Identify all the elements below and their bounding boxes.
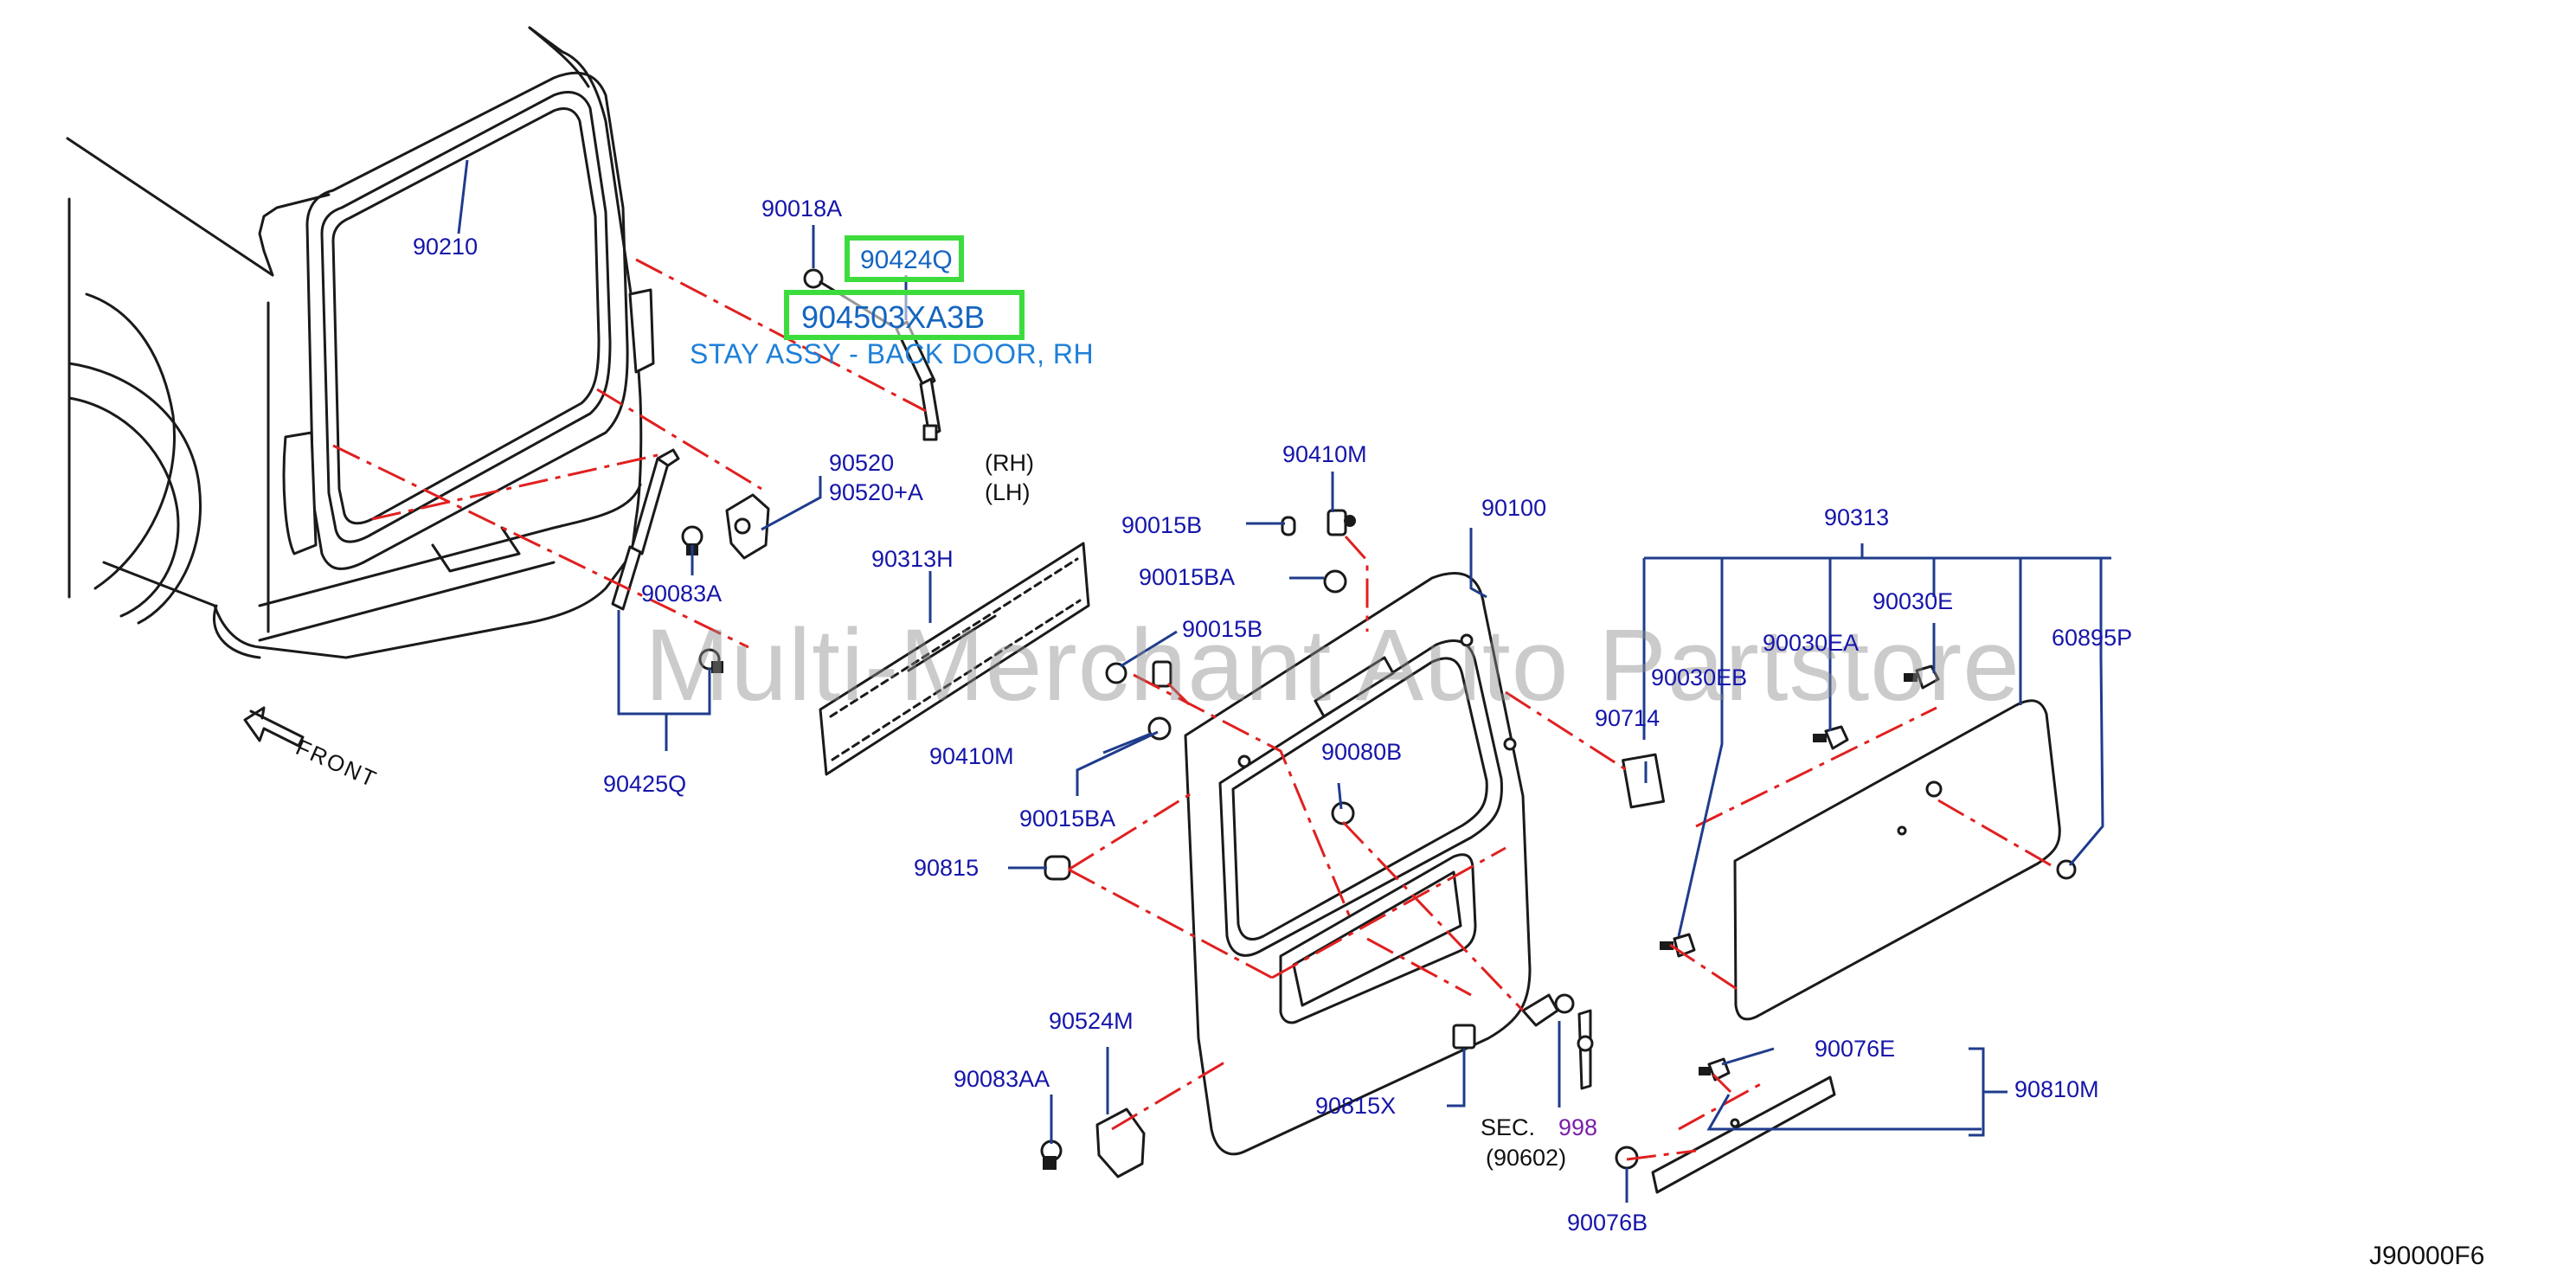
label-90030EA[interactable]: 90030EA [1763,630,1860,656]
highlight-904503XA3B[interactable]: 904503XA3B [784,290,1025,340]
label-90313H[interactable]: 90313H [871,546,954,572]
back-door-stay-lh [611,448,680,611]
label-90815X[interactable]: 90815X [1315,1093,1397,1119]
label-90083AA[interactable]: 90083AA [954,1066,1050,1092]
link-sec-998[interactable]: 998 [1558,1114,1598,1140]
highlight-description: STAY ASSY - BACK DOOR, RH [690,338,1095,369]
label-90313[interactable]: 90313 [1824,504,1890,530]
label-lh: (LH) [985,479,1031,505]
label-90100[interactable]: 90100 [1481,495,1547,521]
label-90076E[interactable]: 90076E [1815,1036,1896,1062]
label-90030E[interactable]: 90030E [1873,588,1954,614]
label-90015B-mid[interactable]: 90015B [1182,616,1263,642]
label-90410M-top[interactable]: 90410M [1282,441,1367,467]
label-90080B[interactable]: 90080B [1321,739,1403,765]
label-sec: SEC. [1481,1114,1536,1140]
label-90714[interactable]: 90714 [1595,705,1661,731]
hinge-90520 [681,493,770,673]
label-90083A[interactable]: 90083A [641,581,723,607]
label-90810M[interactable]: 90810M [2014,1076,2099,1102]
label-90520[interactable]: 90520 [829,450,895,476]
back-door-panel-90100 [1184,572,1532,1156]
label-sec-ref: (90602) [1486,1145,1567,1171]
van-body-outline [66,26,655,659]
label-90015BA-top[interactable]: 90015BA [1139,564,1236,590]
finisher-90810M [1615,1057,1836,1194]
label-90076B[interactable]: 90076B [1567,1210,1648,1236]
label-90015B-top[interactable]: 90015B [1121,512,1203,538]
leader-lines [457,159,2111,1203]
label-rh: (RH) [985,450,1034,476]
label-60895P[interactable]: 60895P [2052,625,2133,651]
label-90524M[interactable]: 90524M [1049,1008,1134,1034]
label-90015BA-mid[interactable]: 90015BA [1019,806,1116,831]
label-90410M-mid[interactable]: 90410M [929,743,1014,769]
assembly-lines [332,258,2052,1161]
label-90425Q[interactable]: 90425Q [603,771,687,797]
label-90520A[interactable]: 90520+A [829,479,923,505]
diagram-code: J90000F6 [2369,1242,2485,1270]
trim-panel-90313H [819,542,1090,776]
label-90018A[interactable]: 90018A [761,196,843,221]
label-90030EB[interactable]: 90030EB [1651,664,1748,690]
front-arrow-icon [243,706,305,748]
label-90815[interactable]: 90815 [914,855,980,881]
highlight-90424Q[interactable]: 90424Q [845,235,964,282]
label-90210[interactable]: 90210 [413,234,479,260]
watermark: Multi-Merchant Auto Partstore [645,608,2020,722]
